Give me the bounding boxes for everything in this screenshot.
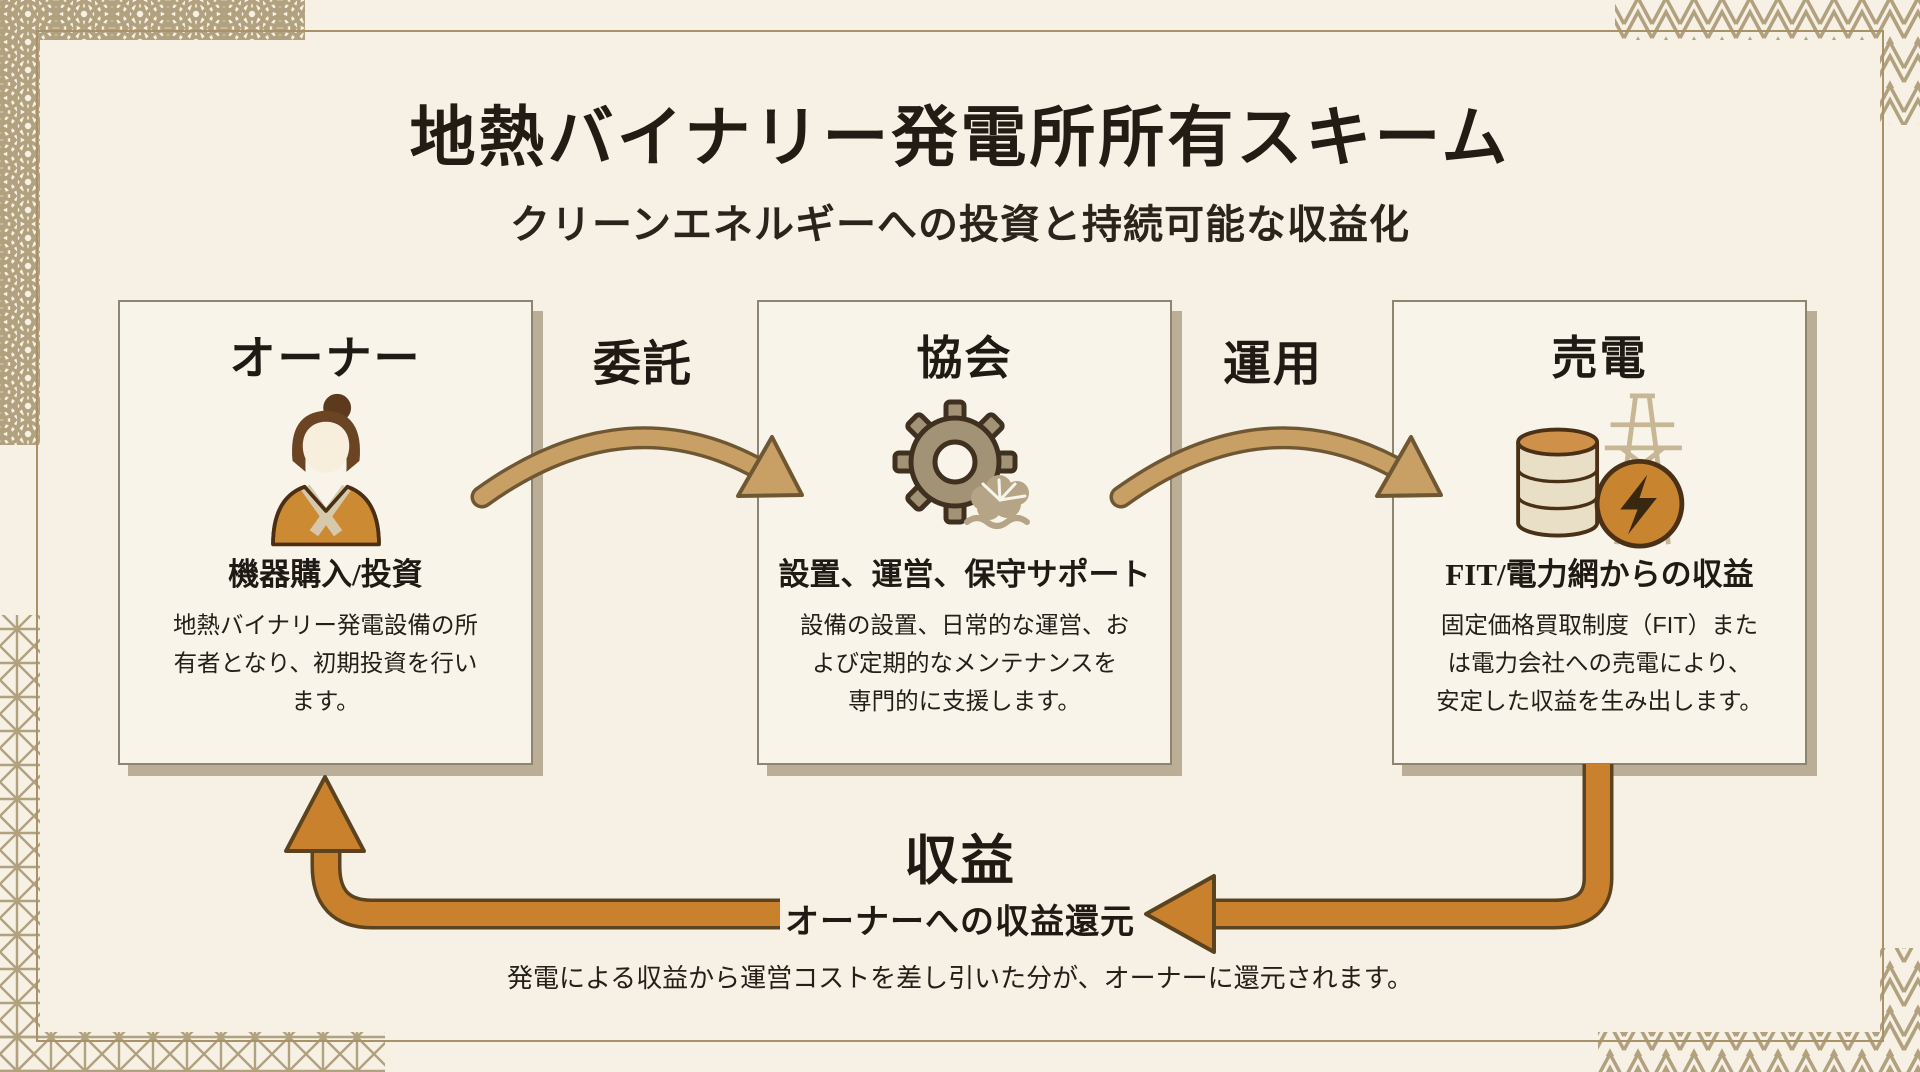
owner-box: オーナー 機器購入/投資 地熱バイナリー発電設備の所有者となり、初期投資を行いま…	[118, 300, 533, 765]
association-box: 協会	[757, 300, 1172, 765]
seigaiha-wave-pattern-left	[0, 0, 40, 445]
association-box-heading: 設置、運営、保守サポート	[778, 557, 1151, 592]
delegate-arrow-label: 委託	[592, 338, 693, 391]
revenue-label: 収益	[904, 831, 1016, 891]
chevron-pattern-top-right	[1615, 0, 1920, 40]
electricity-sale-box-heading: FIT/電力網からの収益	[1445, 557, 1754, 592]
page-subtitle: クリーンエネルギーへの投資と持続可能な収益化	[510, 202, 1410, 247]
chevron-pattern-right-bottom	[1880, 948, 1920, 1072]
association-box-title: 協会	[916, 333, 1013, 384]
page-title: 地熱バイナリー発電所所有スキーム	[409, 102, 1511, 175]
asanoha-pattern-bottom-left	[0, 1032, 385, 1072]
chevron-pattern-right-top	[1880, 0, 1920, 125]
owner-box-title: オーナー	[229, 333, 422, 384]
electricity-sale-box-title: 売電	[1551, 333, 1648, 384]
asanoha-pattern-left-bottom	[0, 615, 40, 1072]
chevron-pattern-bottom-right	[1598, 1032, 1920, 1072]
owner-box-heading: 機器購入/投資	[228, 557, 423, 592]
revenue-caption: 発電による収益から運営コストを差し引いた分が、オーナーに還元されます。	[506, 963, 1414, 993]
association-box-description: 設備の設置、日常的な運営、および定期的なメンテナンスを専門的に支援します。	[800, 612, 1129, 714]
kimono-person-icon	[251, 392, 401, 550]
seigaiha-wave-pattern-top-left	[0, 0, 305, 40]
revenue-sublabel: オーナーへの収益還元	[785, 904, 1135, 941]
coins-power-grid-icon	[1505, 392, 1695, 550]
electricity-sale-box-description: 固定価格買取制度（FIT）または電力会社への売電により、安定した収益を生み出しま…	[1436, 612, 1763, 714]
electricity-sale-box: 売電 FIT/電力網からの収益 固定価格買取制度（FIT）または電力会社への売電…	[1392, 300, 1807, 765]
owner-box-description: 地熱バイナリー発電設備の所有者となり、初期投資を行います。	[172, 612, 479, 714]
operate-arrow-label: 運用	[1222, 338, 1323, 391]
gear-pine-icon	[879, 392, 1051, 550]
